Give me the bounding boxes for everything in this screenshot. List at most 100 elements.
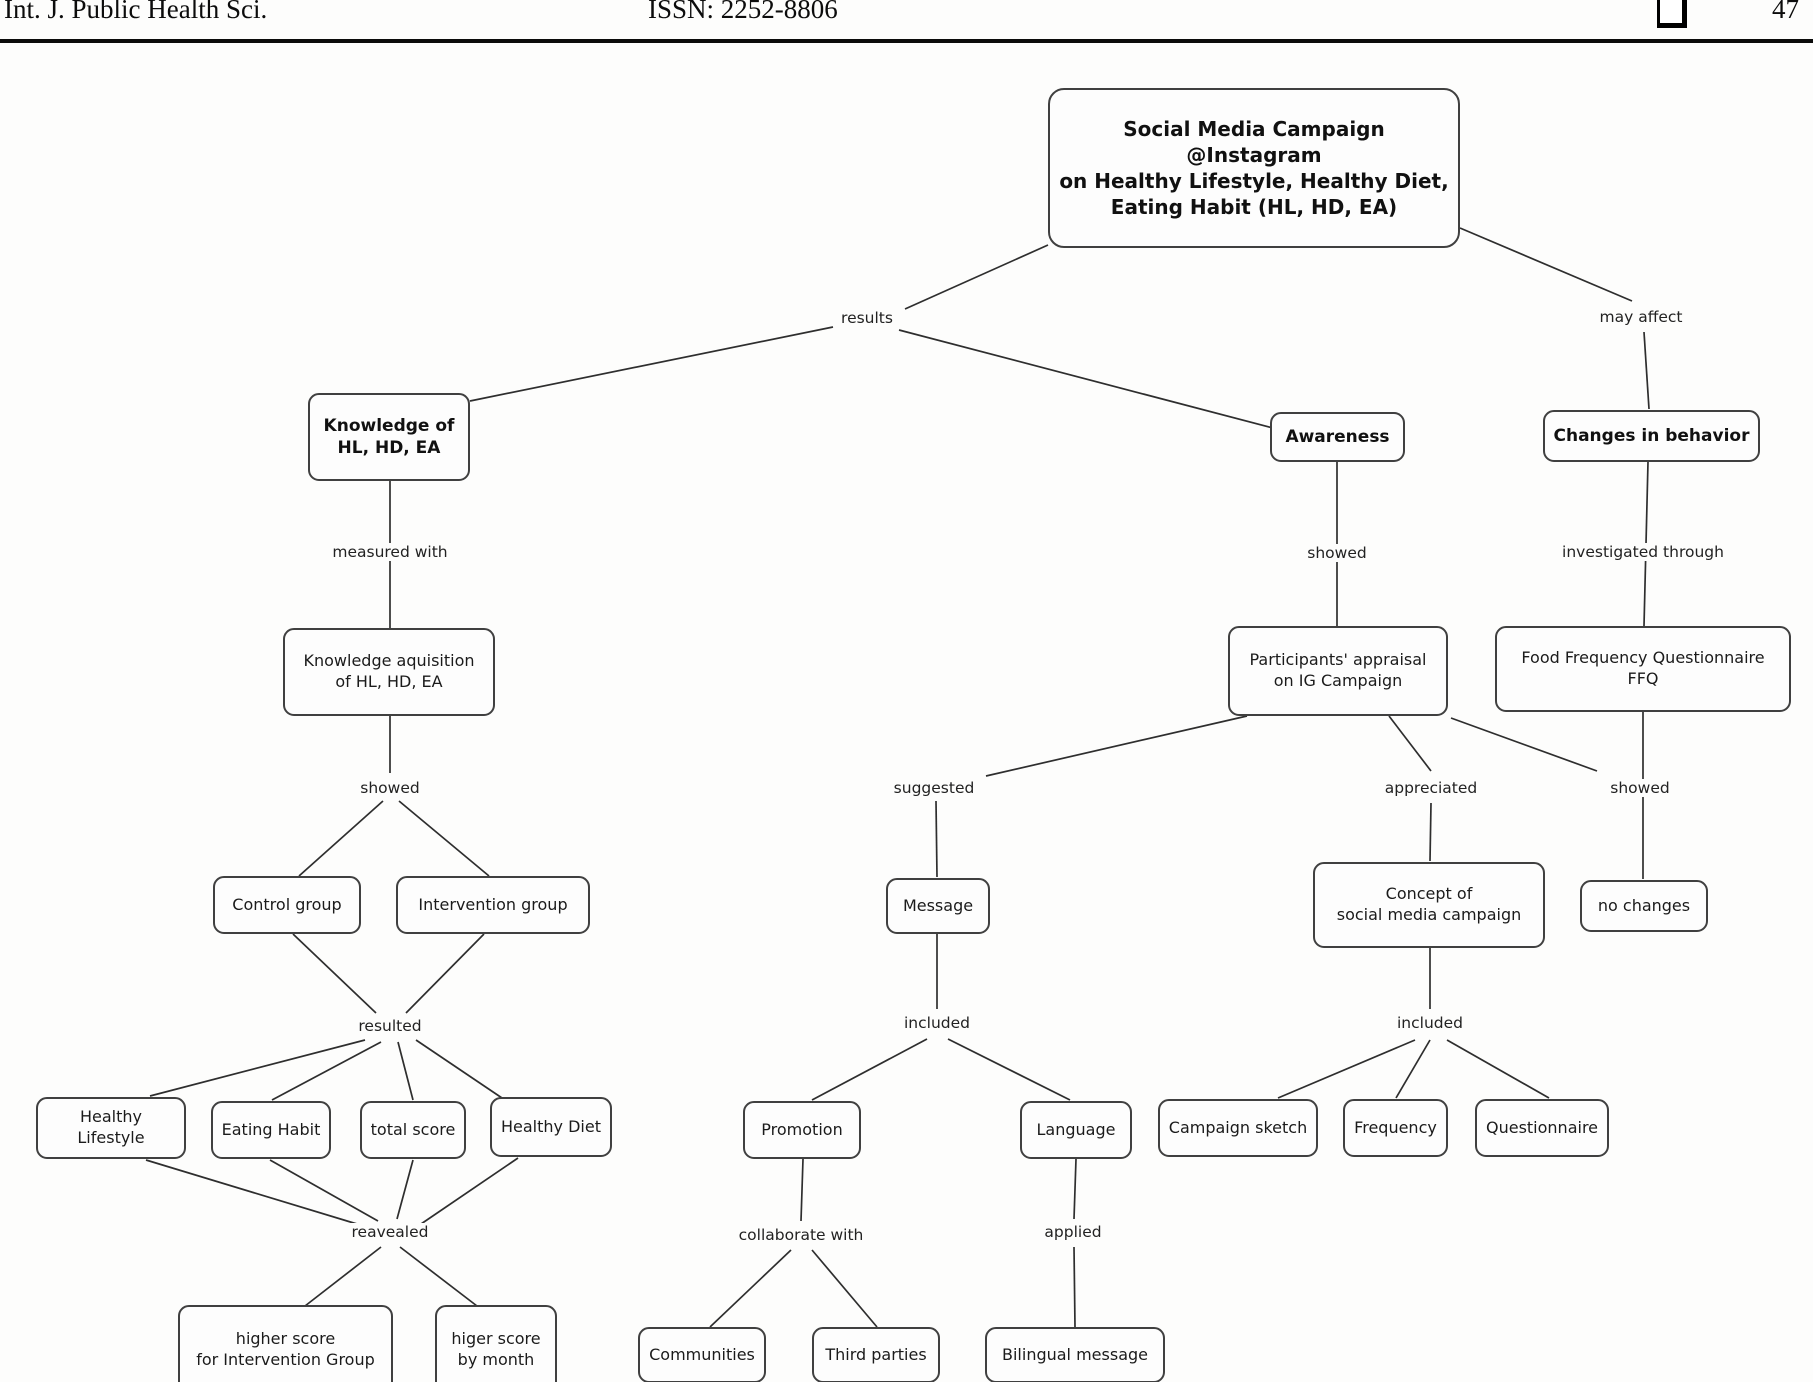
link-label-results: results [837, 309, 897, 327]
node-higher-score-intervention: higher score for Intervention Group [178, 1305, 393, 1382]
node-healthy-lifestyle: Healthy Lifestyle [36, 1097, 186, 1159]
node-no-changes: no changes [1580, 880, 1708, 932]
node-questionnaire: Questionnaire [1475, 1099, 1609, 1157]
node-total-score: total score [360, 1101, 466, 1159]
edge-line [811, 1038, 928, 1101]
edge-line [405, 933, 485, 1014]
edge-line [145, 1159, 358, 1225]
edge-line [469, 326, 834, 402]
node-healthy-diet: Healthy Diet [490, 1097, 612, 1157]
node-label: Promotion [761, 1119, 843, 1139]
link-label-investigated-through: investigated through [1558, 543, 1728, 561]
node-label: Third parties [825, 1344, 927, 1364]
edge-line [415, 1039, 503, 1099]
edge-line [1429, 802, 1432, 862]
node-label: Changes in behavior [1553, 425, 1750, 446]
edge-line [1277, 1039, 1416, 1099]
node-frequency: Frequency [1343, 1099, 1448, 1157]
node-label: Control group [232, 894, 342, 914]
node-language: Language [1020, 1101, 1132, 1159]
link-label-reavealed: reavealed [347, 1223, 433, 1241]
link-label-showed-left: showed [356, 779, 424, 797]
node-label: no changes [1597, 895, 1691, 915]
node-label: total score [370, 1119, 456, 1139]
page-number: 47 [1772, 0, 1799, 24]
edge-line [271, 1041, 382, 1101]
edge-line [304, 1246, 382, 1307]
node-root: Social Media Campaign @Instagram on Heal… [1048, 88, 1460, 248]
link-label-showed-mid: showed [1303, 544, 1371, 562]
node-label: Knowledge aquisition of HL, HD, EA [303, 651, 475, 691]
edge-line [149, 1039, 366, 1097]
edge-line [811, 1249, 878, 1328]
edge-line [898, 329, 1274, 429]
node-control-group: Control group [213, 876, 361, 934]
node-label: higer score by month [451, 1329, 541, 1369]
node-label: Healthy Diet [501, 1116, 601, 1136]
node-knowledge-acquisition: Knowledge aquisition of HL, HD, EA [283, 628, 495, 716]
node-third-parties: Third parties [812, 1327, 940, 1382]
node-concept-of-campaign: Concept of social media campaign [1313, 862, 1545, 948]
edge-line [1395, 1039, 1431, 1099]
link-label-included-left: included [900, 1014, 974, 1032]
node-ffq: Food Frequency Questionnaire FFQ [1495, 626, 1791, 712]
edge-line [1073, 1246, 1076, 1328]
edge-line [398, 800, 490, 877]
node-label: Intervention group [418, 894, 568, 914]
edge-line [1450, 717, 1598, 772]
link-label-appreciated: appreciated [1380, 779, 1482, 797]
edge-line [399, 1246, 478, 1307]
link-label-included-right: included [1393, 1014, 1467, 1032]
node-promotion: Promotion [743, 1101, 861, 1159]
node-label: Knowledge of HL, HD, EA [323, 415, 455, 458]
edge-line [269, 1159, 379, 1222]
node-label: Participants' appraisal on IG Campaign [1249, 650, 1427, 690]
edge-line [947, 1038, 1071, 1101]
edge-line [396, 1159, 414, 1220]
node-awareness: Awareness [1270, 412, 1405, 462]
square-icon [1657, 0, 1687, 28]
issn-label: ISSN: 2252-8806 [648, 0, 838, 24]
node-intervention-group: Intervention group [396, 876, 590, 934]
node-label: Campaign sketch [1168, 1117, 1308, 1137]
edge-line [1446, 1039, 1550, 1099]
node-bilingual-message: Bilingual message [985, 1327, 1165, 1382]
node-label: Communities [649, 1344, 755, 1364]
edge-line [985, 715, 1248, 777]
node-participants-appraisal: Participants' appraisal on IG Campaign [1228, 626, 1448, 716]
link-label-may-affect: may affect [1595, 308, 1687, 326]
node-label: higher score for Intervention Group [196, 1329, 375, 1369]
link-label-measured-with: measured with [328, 543, 452, 561]
node-label: Questionnaire [1485, 1117, 1599, 1137]
edge-line [800, 1158, 804, 1222]
node-knowledge: Knowledge of HL, HD, EA [308, 393, 470, 481]
node-higher-score-month: higer score by month [435, 1305, 557, 1382]
node-label: Healthy Lifestyle [77, 1107, 145, 1147]
edge-line [1073, 1158, 1077, 1220]
node-label: Message [902, 895, 974, 915]
node-eating-habit: Eating Habit [211, 1101, 331, 1159]
link-label-showed-right: showed [1606, 779, 1674, 797]
link-label-collaborate-with: collaborate with [734, 1226, 868, 1244]
edge-line [420, 1157, 519, 1225]
edge-line [1388, 715, 1432, 772]
node-communities: Communities [638, 1327, 766, 1382]
node-message: Message [886, 878, 990, 934]
link-label-applied: applied [1040, 1223, 1106, 1241]
edge-line [397, 1041, 414, 1101]
node-label: Social Media Campaign @Instagram on Heal… [1059, 117, 1449, 219]
header-rule [0, 39, 1813, 43]
node-campaign-sketch: Campaign sketch [1158, 1099, 1318, 1157]
node-label: Frequency [1354, 1117, 1437, 1137]
edge-line [298, 800, 384, 877]
link-label-suggested: suggested [889, 779, 979, 797]
node-label: Eating Habit [221, 1119, 321, 1139]
journal-title: Int. J. Public Health Sci. [4, 0, 268, 24]
node-label: Awareness [1285, 426, 1390, 447]
edge-line [1459, 227, 1633, 302]
edge-line [1643, 331, 1650, 410]
node-label: Bilingual message [1002, 1344, 1148, 1364]
node-label: Food Frequency Questionnaire FFQ [1521, 648, 1765, 688]
